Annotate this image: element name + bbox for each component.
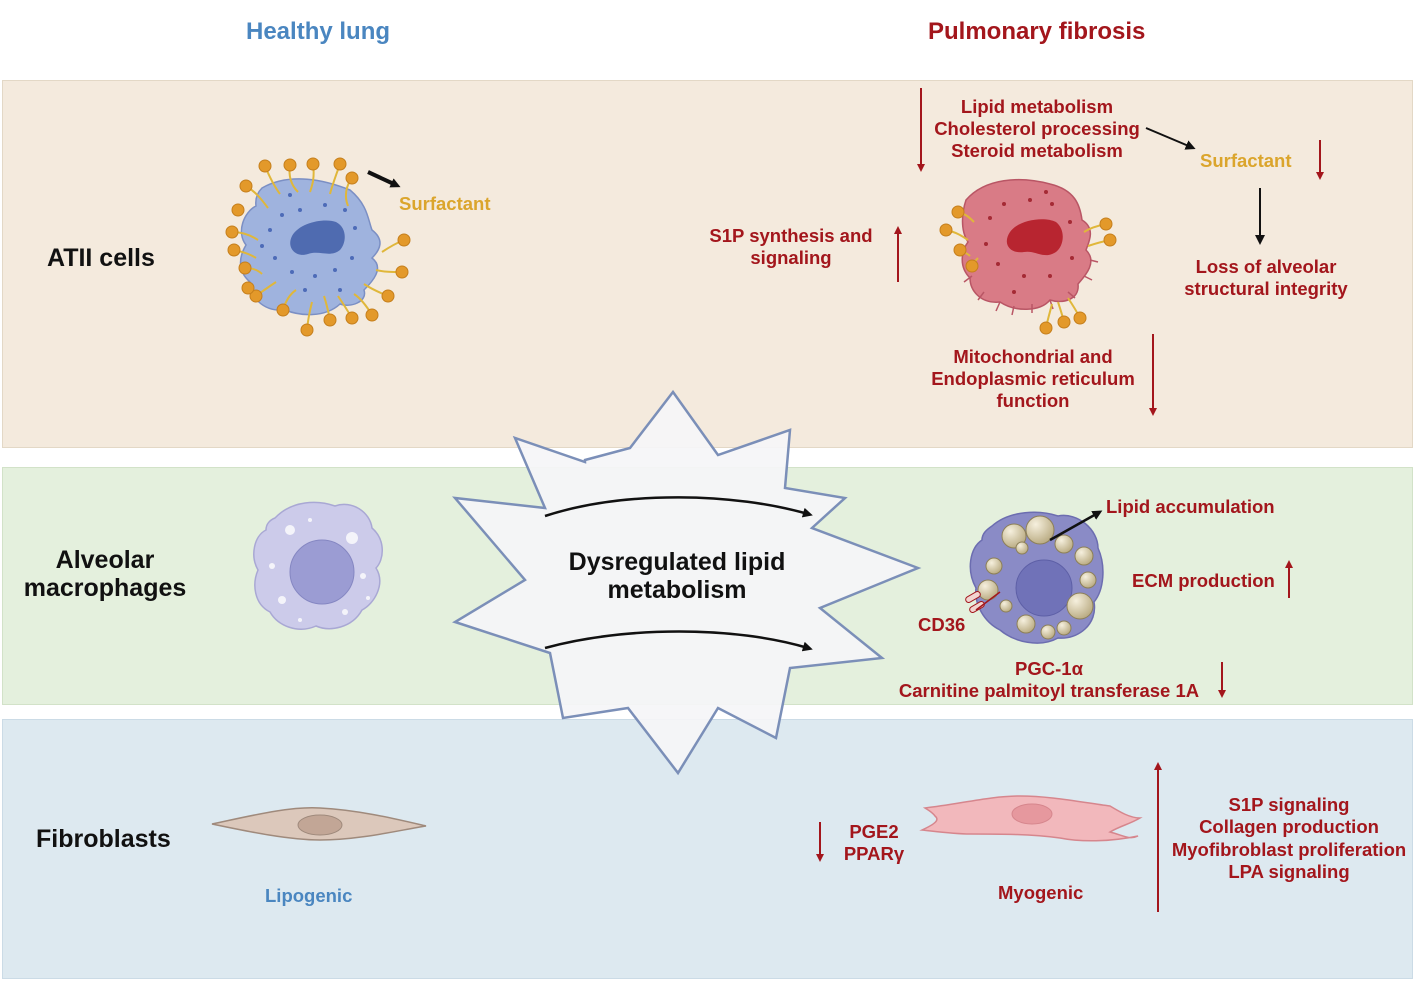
loss-of-alveolar-integrity-label: Loss of alveolar structural integrity — [1184, 256, 1348, 300]
myogenic-label: Myogenic — [998, 882, 1084, 903]
ecm-production-label: ECM production — [1132, 570, 1275, 591]
cd36-receptor-icon — [965, 591, 985, 613]
pgc-cpt1a-label: PGC-1α Carnitine palmitoyl transferase 1… — [898, 658, 1200, 702]
atii-cells-label: ATII cells — [47, 244, 155, 272]
healthy-lung-header: Healthy lung — [246, 18, 391, 45]
alveolar-macrophages-label: Alveolar macrophages — [23, 546, 187, 602]
fibroblast-signals-label: S1P signaling Collagen production Myofib… — [1171, 794, 1407, 883]
fibroblasts-label: Fibroblasts — [36, 825, 171, 853]
healthy-macrophage-icon — [253, 501, 383, 630]
mitochondrial-er-function-label: Mitochondrial and Endoplasmic reticulum … — [931, 346, 1135, 412]
lipid-accumulation-label: Lipid accumulation — [1106, 496, 1275, 517]
fibroblast-band — [2, 719, 1413, 979]
lipid-processes-label: Lipid metabolism Cholesterol processing … — [934, 96, 1140, 162]
pge2-ppar-label: PGE2 PPARγ — [843, 821, 905, 865]
lipogenic-fibroblast-icon — [211, 806, 427, 841]
fibrosis-surfactant-label: Surfactant — [1200, 150, 1292, 171]
pulmonary-fibrosis-header: Pulmonary fibrosis — [928, 18, 1146, 45]
healthy-atii-cell-icon — [225, 157, 411, 337]
dysregulated-burst-shape — [451, 389, 922, 776]
cd36-label: CD36 — [918, 614, 966, 635]
s1p-synthesis-label: S1P synthesis and signaling — [709, 225, 873, 269]
myogenic-fibroblast-icon — [919, 795, 1143, 842]
healthy-surfactant-label: Surfactant — [399, 193, 491, 214]
lipogenic-label: Lipogenic — [265, 885, 353, 906]
dysregulated-lipid-metabolism-label: Dysregulated lipid metabolism — [568, 548, 786, 604]
arrows — [367, 88, 1324, 912]
fibrotic-atii-cell-icon — [939, 179, 1117, 335]
lipid-macrophage-icon — [965, 511, 1104, 644]
